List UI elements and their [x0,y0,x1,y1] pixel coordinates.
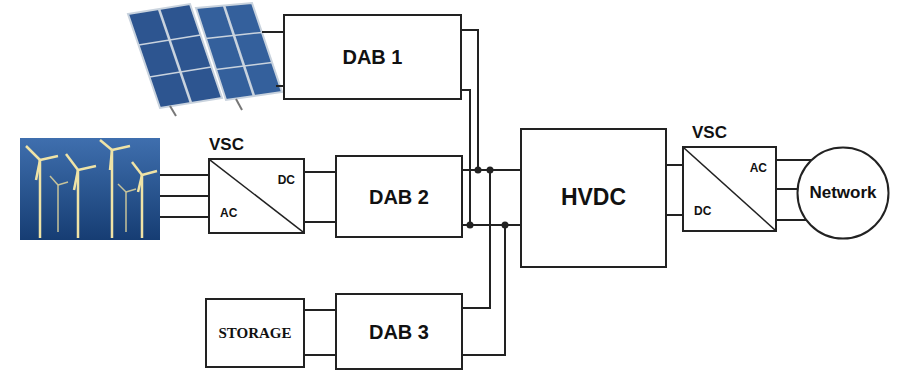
converter-title: VSC [209,136,244,155]
converter-side-label: DC [694,205,711,218]
box-label: DAB 1 [342,46,402,68]
hvdc-box: HVDC [520,128,667,268]
power-line [667,165,682,215]
power-line [305,172,335,222]
solar-panels [128,3,282,116]
wind-farm [20,138,160,240]
junction-dots [467,167,509,229]
power-line [463,170,520,355]
box-label: HVDC [561,185,626,210]
converter-side-label: DC [278,174,295,187]
network-circle: Network [796,146,890,240]
storage-box: STORAGE [205,298,305,368]
network-label: Network [809,184,876,203]
converter-side-label: AC [750,162,767,175]
box-label: STORAGE [218,325,291,342]
dab-converter-box: DAB 3 [335,293,463,370]
box-label: DAB 2 [369,186,429,208]
box-label: DAB 3 [369,321,429,343]
converter-side-label: AC [220,207,237,220]
converter-title: VSC [692,124,727,143]
vsc-converter-box: VSCACDC [682,146,777,232]
dab-converter-box: DAB 2 [335,155,463,238]
dab-converter-box: DAB 1 [283,14,462,100]
power-line [463,170,520,225]
power-line [305,310,335,355]
converter-diagonal [210,160,303,232]
vsc-converter-box: VSCDCAC [208,158,305,234]
